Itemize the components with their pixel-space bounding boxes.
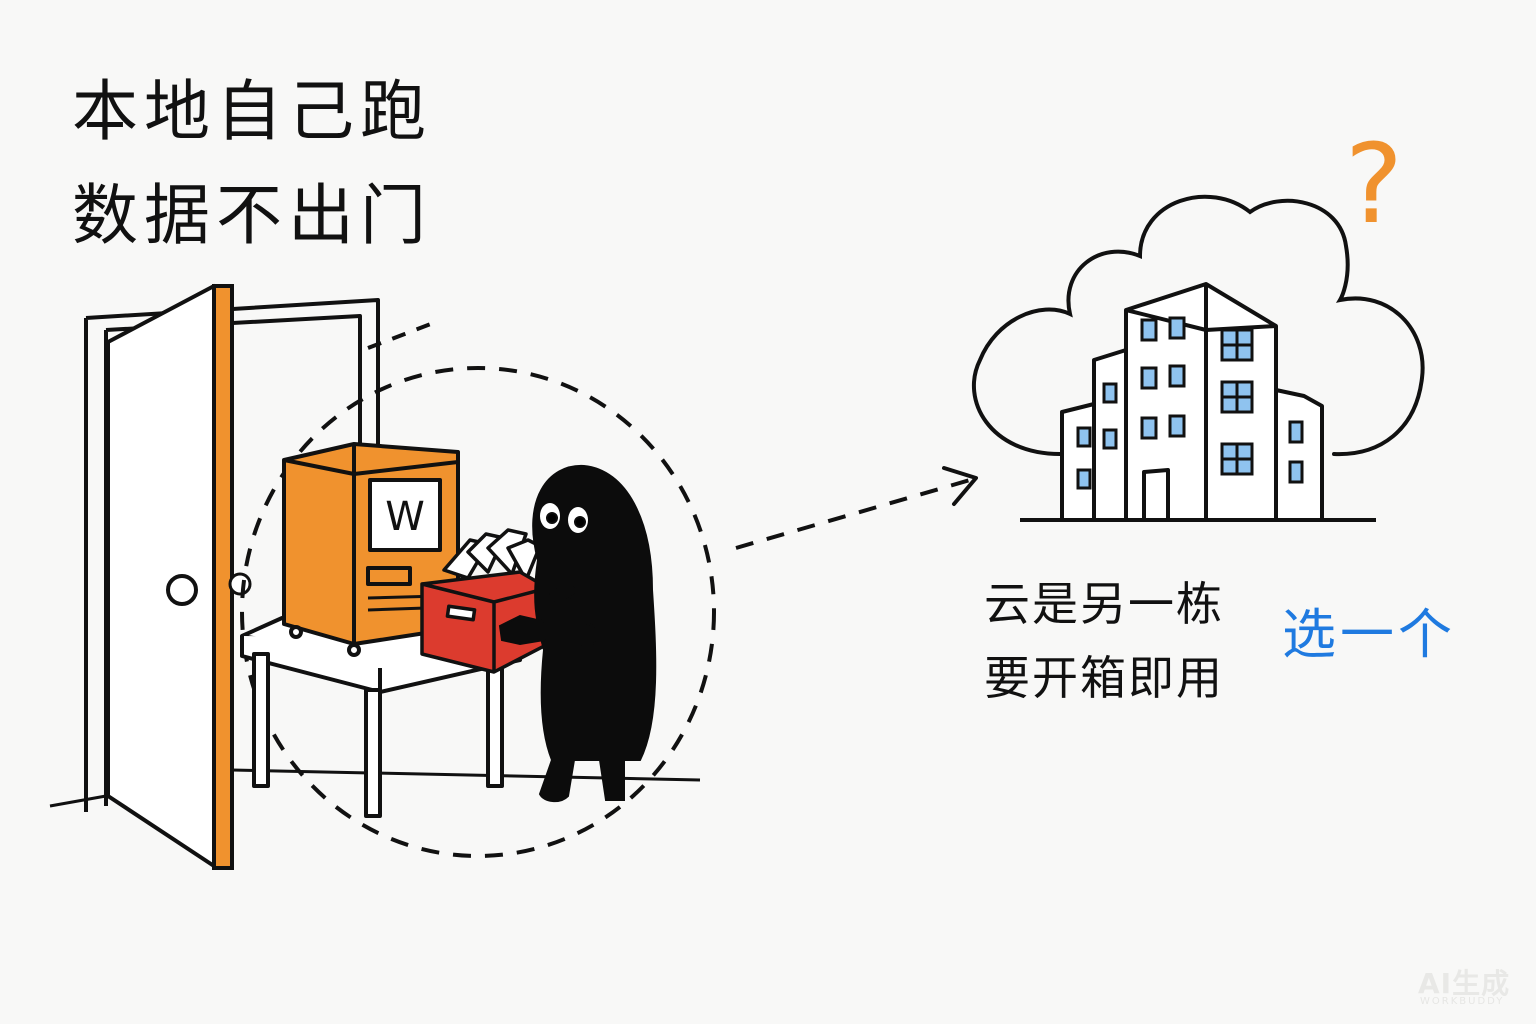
watermark-sub: WORKBUDDY [1420, 996, 1505, 1007]
connector-dash [367, 320, 437, 350]
title-line-1: 本地自己跑 [72, 73, 432, 150]
screen-letter: W [385, 494, 425, 540]
building-icon [1020, 282, 1376, 522]
watermark: AI生成 [1418, 967, 1511, 1000]
choose-one-label: 选一个 [1282, 603, 1456, 666]
door-knob-back-icon [228, 572, 252, 596]
boundary-dashed-circle [240, 366, 716, 858]
computer-icon [282, 442, 460, 657]
cloud-caption-line-1: 云是另一栋 [984, 577, 1224, 631]
person-icon [498, 464, 657, 802]
cloud-caption-line-2: 要开箱即用 [984, 651, 1224, 705]
dashed-arrow-icon [735, 466, 978, 550]
building-windows [1076, 316, 1304, 490]
question-mark-icon: ? [1345, 120, 1403, 248]
title-line-2: 数据不出门 [72, 177, 432, 254]
cloud-icon [971, 194, 1425, 457]
door-knob-icon [166, 574, 198, 606]
door-edge [212, 284, 234, 870]
